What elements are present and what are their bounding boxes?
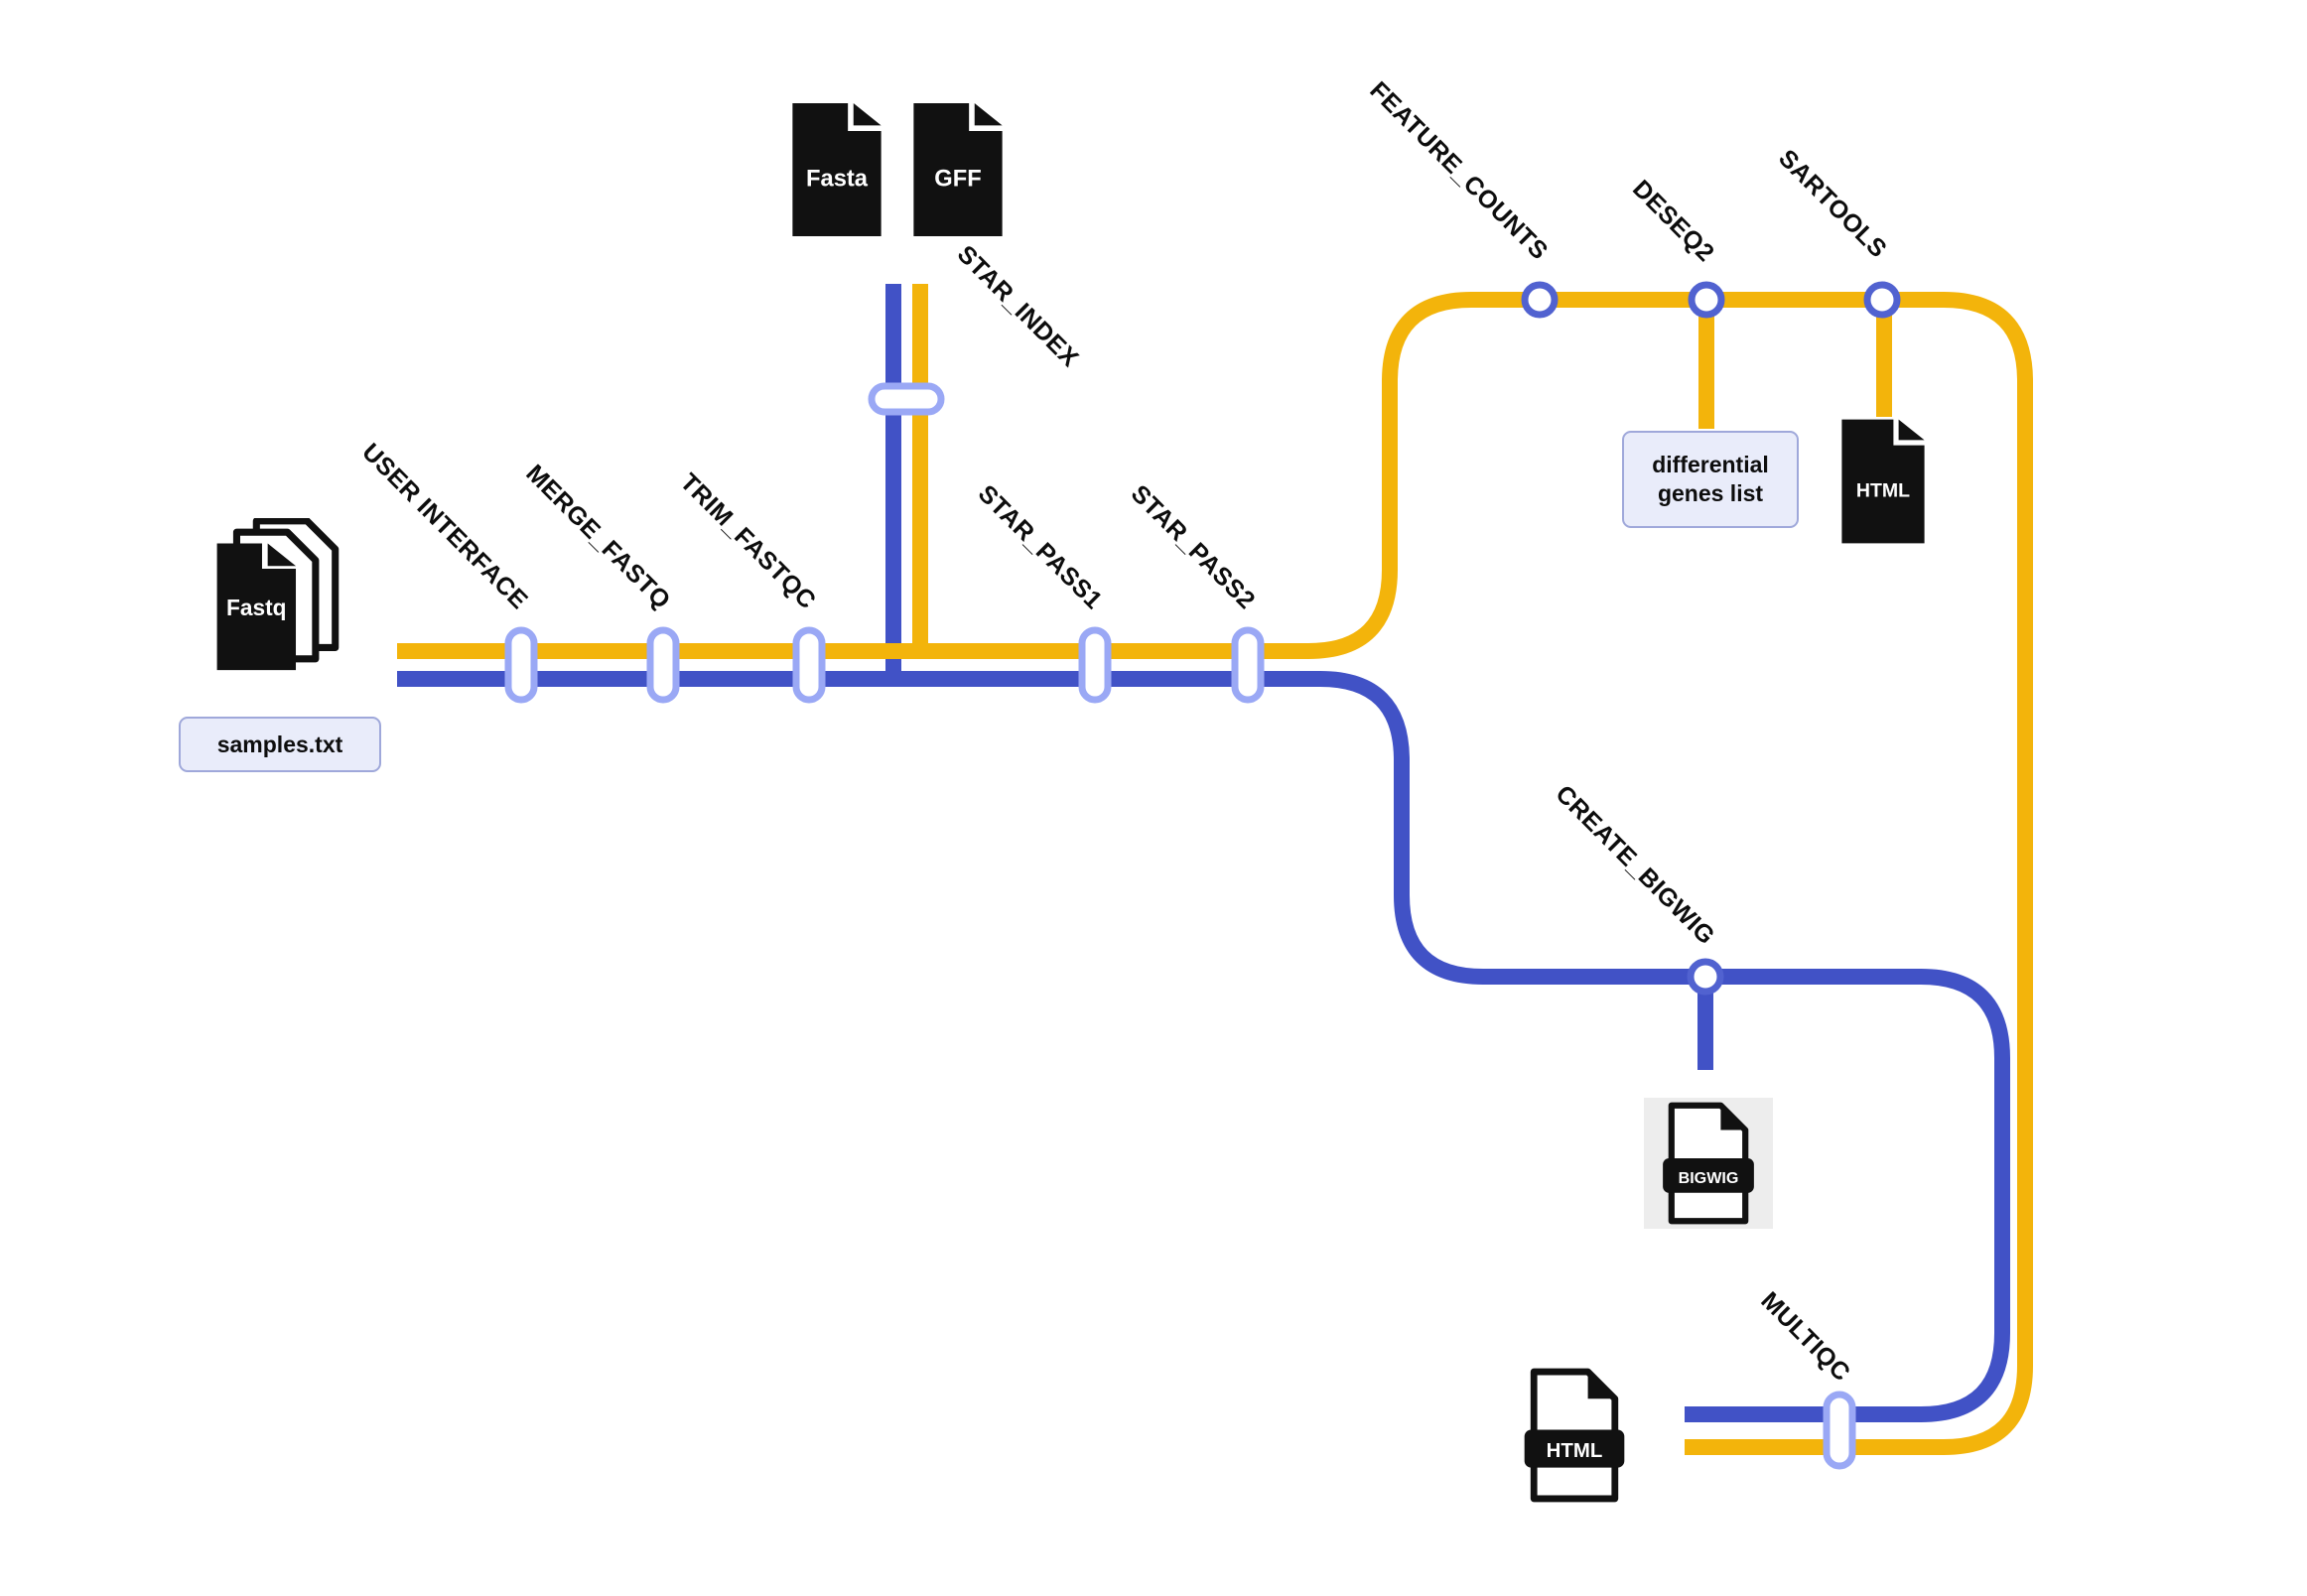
html-multiqc-icon-label: HTML	[1547, 1440, 1603, 1462]
station-marker-user-interface	[504, 626, 538, 704]
bigwig-icon-label: BIGWIG	[1679, 1169, 1739, 1187]
station-marker-sartools	[1863, 281, 1901, 319]
differential-genes-note: differential genes list	[1622, 431, 1799, 528]
station-marker-deseq2	[1688, 281, 1725, 319]
fastq-icon-label: Fastq	[226, 595, 287, 620]
station-marker-multiqc	[1823, 1391, 1856, 1470]
gff-icon-label: GFF	[934, 167, 981, 193]
differential-genes-line2: genes list	[1657, 480, 1764, 506]
fasta-file-icon: Fasta	[784, 99, 889, 240]
fasta-icon-label: Fasta	[806, 167, 869, 193]
station-marker-star-pass1	[1078, 626, 1112, 704]
station-marker-create-bigwig	[1687, 958, 1724, 996]
samples-file-text: samples.txt	[216, 731, 343, 757]
bigwig-file-icon: BIGWIG	[1658, 1102, 1759, 1225]
station-marker-star-pass2	[1231, 626, 1265, 704]
station-marker-star-index	[868, 382, 945, 416]
station-marker-trim-fastqc	[792, 626, 826, 704]
differential-genes-line1: differential	[1652, 452, 1769, 478]
station-marker-feature-counts	[1521, 281, 1559, 319]
gff-file-icon: GFF	[905, 99, 1011, 240]
fastq-files-icon: Fastq	[208, 518, 349, 673]
html-multiqc-file-icon: HTML	[1523, 1368, 1626, 1503]
station-marker-merge-fastq	[646, 626, 680, 704]
html-sartools-icon-label: HTML	[1856, 480, 1910, 502]
samples-file-note: samples.txt	[179, 717, 381, 772]
html-sartools-file-icon: HTML	[1832, 417, 1934, 546]
